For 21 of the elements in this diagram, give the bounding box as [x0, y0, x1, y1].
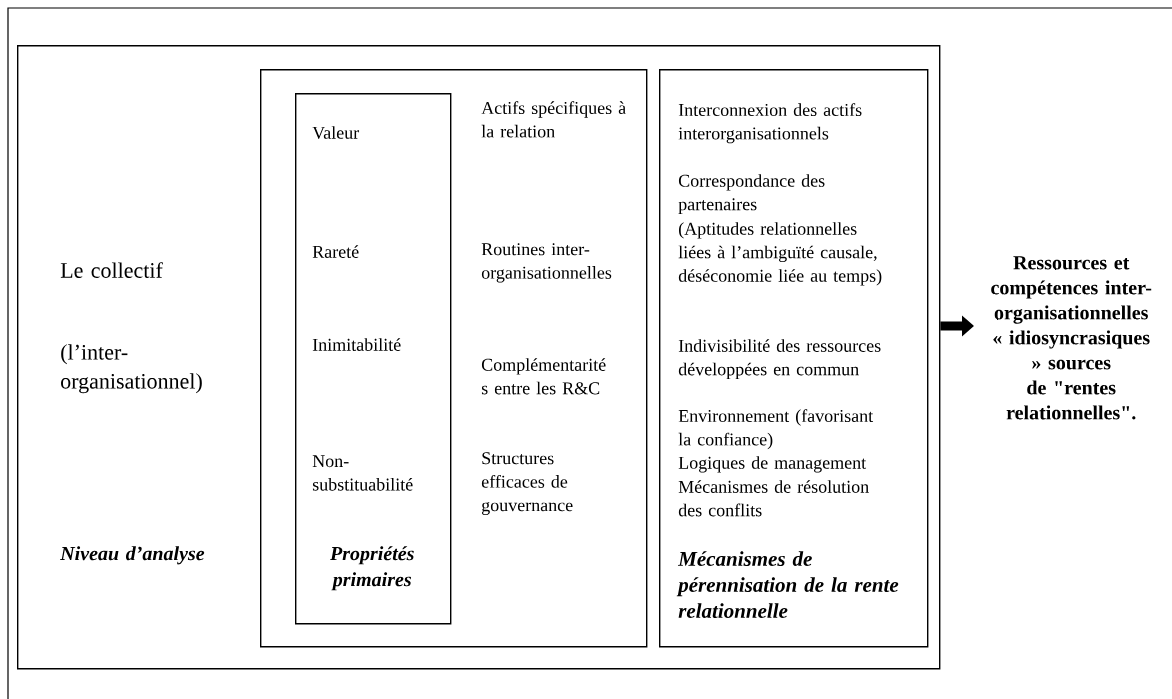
column-caption: Mécanismes de pérennisation de la rente relationnelle — [676, 551, 899, 618]
mechanism-text: Mécanismes de résolution des conflits — [678, 480, 869, 517]
collective-label: Le collectif — [60, 262, 163, 278]
factor-text: Actifs spécifiques à la relation — [481, 101, 626, 138]
property-text: Valeur — [312, 126, 360, 139]
mechanism-text: Logiques de management — [678, 456, 867, 473]
mechanism-text: (Aptitudes relationnelles liées à l’ambiguïté causale, déséconomie liée au temps) — [678, 222, 882, 286]
mechanism-text: Correspondance des partenaires — [678, 174, 825, 214]
mechanism-text: Environnement (favorisant la confiance) — [678, 409, 874, 450]
factor-text: Complémentarité s entre les R&C — [481, 358, 606, 395]
property-text: Inimitabilité — [312, 338, 401, 351]
collective-label: (l’inter- organisationnel) — [61, 344, 202, 394]
mechanism-text: Indivisibilité des ressources développées en commun — [678, 339, 881, 380]
column-caption: Propriétés primaires — [329, 546, 414, 591]
outcome-text: Ressources et compétences inter- organisationnelles « idiosyncrasiques » sources de "rentes relationnelles". — [991, 256, 1152, 420]
property-text: Non- substituabilité — [312, 455, 413, 491]
factor-text: Structures efficaces de gouvernance — [481, 452, 573, 515]
property-text: Rareté — [312, 245, 359, 258]
mechanism-text: Interconnexion des actifs interorganisationnels — [678, 103, 862, 144]
factor-text: Routines inter- organisationnelles — [481, 243, 612, 283]
axis-caption: Niveau d’analyse — [60, 546, 205, 565]
